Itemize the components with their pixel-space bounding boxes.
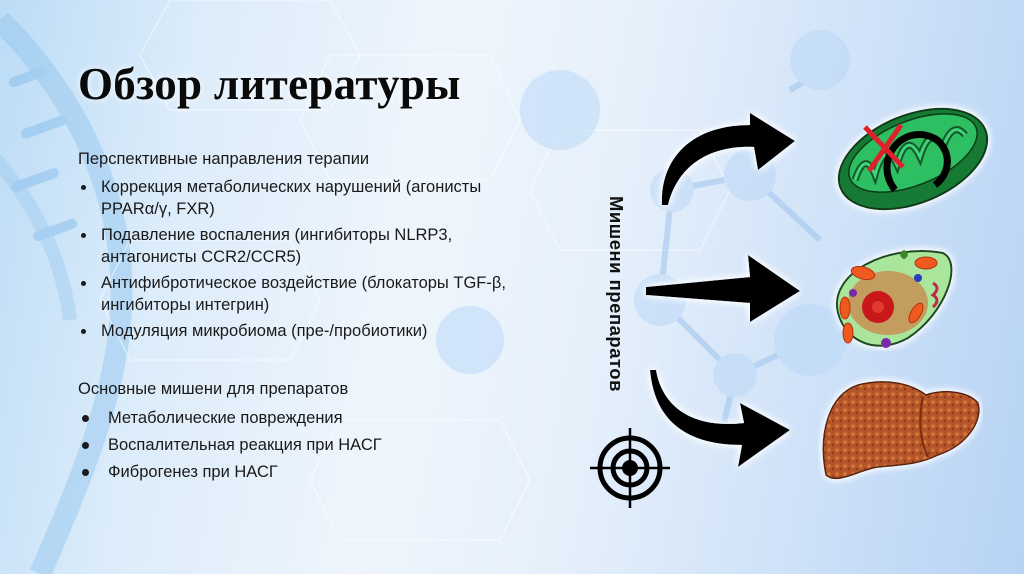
item-line1: Модуляция микробиома (пре-/пробиотики) [101, 322, 428, 340]
item-line1: Коррекция метаболических нарушений (агон… [101, 178, 482, 196]
item-line2: PPARα/γ, FXR) [101, 200, 215, 218]
item-text: Метаболические повреждения [108, 409, 343, 427]
targets-list: Метаболические повреждения Воспалительна… [78, 407, 578, 488]
drug-targets-label: Мишени препаратов [606, 196, 627, 392]
mitochondrion-image [837, 107, 989, 211]
arrow-to-cell-icon [646, 255, 800, 322]
bullet-icon [81, 281, 86, 286]
list-item: Фиброгенез при НАСГ [78, 461, 578, 483]
red-cross-icon [863, 123, 905, 173]
item-line1: Антифибротическое воздействие (блокаторы… [101, 274, 506, 292]
bullet-icon [81, 185, 86, 190]
section-targets-heading: Основные мишени для препаратов [78, 380, 349, 398]
arrow-to-liver-icon [650, 370, 790, 467]
bullet-icon [81, 329, 86, 334]
arrows-graphic [646, 113, 800, 467]
item-line2: ингибиторы интегрин) [101, 296, 270, 314]
section-therapy-heading: Перспективные направления терапии [78, 150, 370, 168]
item-text: Воспалительная реакция при НАСГ [108, 436, 382, 454]
list-item: Метаболические повреждения [78, 407, 578, 429]
list-item: Воспалительная реакция при НАСГ [78, 434, 578, 456]
item-text: Фиброгенез при НАСГ [108, 463, 278, 481]
item-line1: Подавление воспаления (ингибиторы NLRP3, [101, 226, 453, 244]
therapy-list: Коррекция метаболических нарушений (агон… [78, 176, 578, 346]
bullet-icon [82, 415, 89, 422]
list-item: Антифибротическое воздействие (блокаторы… [78, 272, 578, 316]
item-line2: антагонисты CCR2/CCR5) [101, 248, 302, 266]
liver-image [822, 381, 980, 480]
target-icon [590, 428, 670, 508]
bullet-icon [81, 233, 86, 238]
slide-title: Обзор литературы [78, 59, 461, 109]
inhibition-arrow-icon [883, 131, 951, 193]
list-item: Модуляция микробиома (пре-/пробиотики) [78, 320, 578, 342]
arrow-to-mitochondrion-icon [661, 113, 795, 205]
list-item: Коррекция метаболических нарушений (агон… [78, 176, 578, 220]
bullet-icon [82, 442, 89, 449]
cell-image [835, 250, 953, 348]
list-item: Подавление воспаления (ингибиторы NLRP3,… [78, 224, 578, 268]
bullet-icon [82, 469, 89, 476]
